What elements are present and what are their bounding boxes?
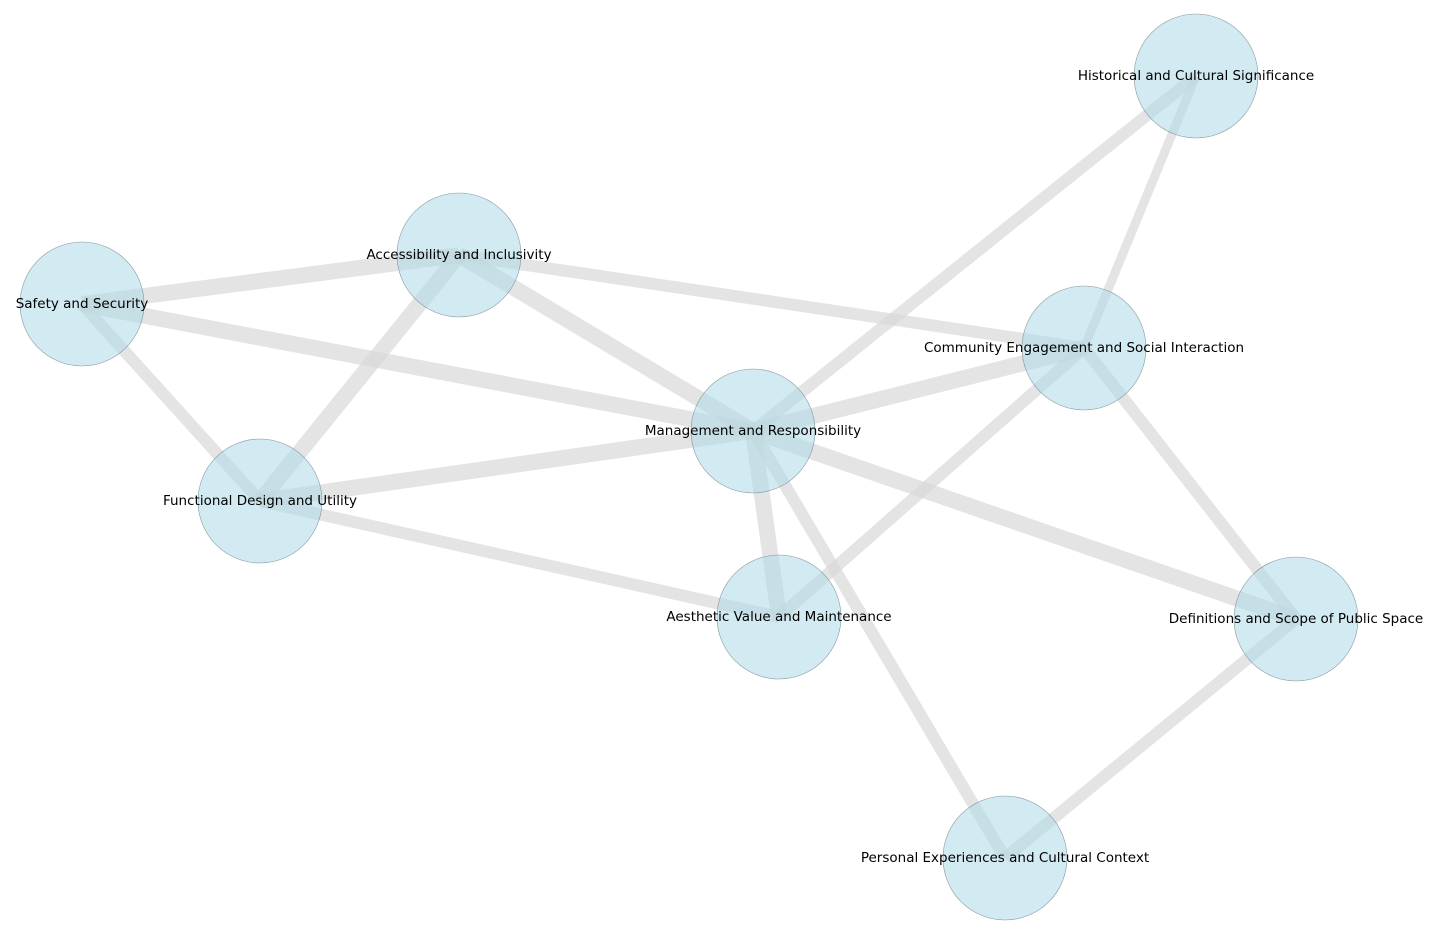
node-label-management: Management and Responsibility: [645, 423, 861, 439]
node-circle-definitions: [1233, 556, 1359, 682]
node-aesthetic: Aesthetic Value and Maintenance: [666, 554, 892, 680]
node-label-aesthetic: Aesthetic Value and Maintenance: [666, 609, 891, 625]
node-label-definitions: Definitions and Scope of Public Space: [1169, 611, 1424, 627]
node-label-functional: Functional Design and Utility: [163, 493, 357, 509]
node-accessibility: Accessibility and Inclusivity: [366, 192, 552, 318]
edge-definitions-personal: [1001, 614, 1300, 863]
edge-safety-accessibility: [80, 247, 461, 312]
node-circle-community: [1021, 285, 1147, 411]
node-label-historical: Historical and Cultural Significance: [1078, 68, 1314, 84]
node-label-accessibility: Accessibility and Inclusivity: [366, 247, 551, 263]
node-circle-safety: [19, 241, 145, 367]
node-management: Management and Responsibility: [645, 368, 861, 494]
node-circle-aesthetic: [716, 554, 842, 680]
edge-functional-aesthetic: [258, 495, 781, 623]
node-definitions: Definitions and Scope of Public Space: [1169, 556, 1424, 682]
edge-management-personal: [747, 427, 1011, 862]
node-circle-functional: [197, 438, 323, 564]
edge-accessibility-community: [458, 249, 1085, 354]
node-label-community: Community Engagement and Social Interact…: [924, 340, 1244, 356]
node-community: Community Engagement and Social Interact…: [924, 285, 1244, 411]
node-personal: Personal Experiences and Cultural Contex…: [861, 795, 1149, 921]
node-circle-accessibility: [396, 192, 522, 318]
node-label-safety: Safety and Security: [16, 296, 149, 312]
node-layer: Historical and Cultural SignificanceAcce…: [16, 13, 1424, 921]
edge-management-definitions: [750, 423, 1299, 627]
node-safety: Safety and Security: [16, 241, 149, 367]
node-functional: Functional Design and Utility: [163, 438, 357, 564]
node-circle-historical: [1133, 13, 1259, 139]
edge-safety-management: [80, 296, 755, 439]
edge-management-historical: [749, 71, 1200, 436]
node-label-personal: Personal Experiences and Cultural Contex…: [861, 850, 1149, 866]
node-circle-personal: [942, 795, 1068, 921]
edge-functional-management: [258, 423, 755, 509]
node-historical: Historical and Cultural Significance: [1078, 13, 1314, 139]
edge-community-aesthetic: [775, 343, 1088, 622]
node-circle-management: [690, 368, 816, 494]
